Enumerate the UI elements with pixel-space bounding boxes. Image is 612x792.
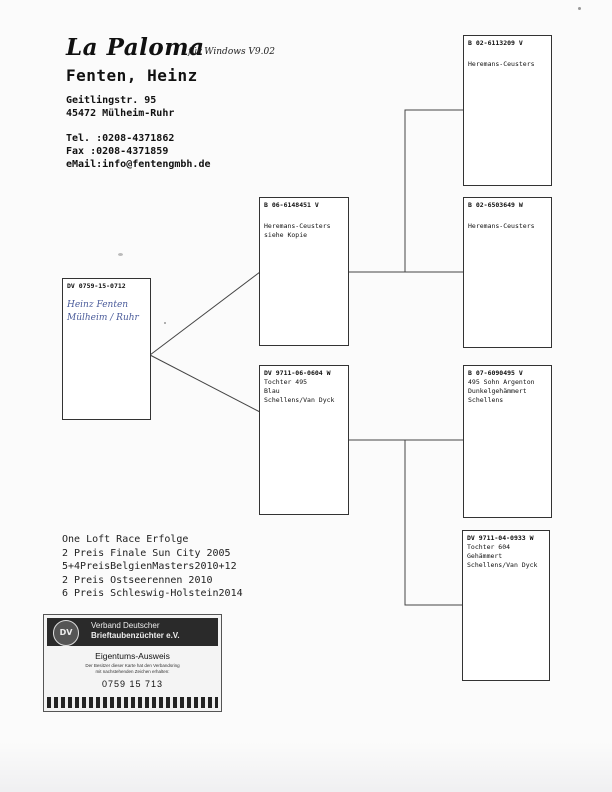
app-logo: La Paloma xyxy=(66,34,205,61)
dam-dam-line: Gehämmert xyxy=(467,552,503,560)
dam-ring: DV 9711-06-0604 W xyxy=(264,369,331,377)
sire-sire-ring: B 02-6113209 V xyxy=(468,39,523,47)
dam-dam-line: Schellens/Van Dyck xyxy=(467,561,538,569)
sire-sire-line: Heremans-Ceusters xyxy=(468,60,535,68)
result-line: 5+4PreisBelgienMasters2010+12 xyxy=(62,561,237,572)
sire-dam-line: Heremans-Ceusters xyxy=(468,222,535,230)
app-version: für Windows V9.02 xyxy=(188,47,275,57)
pedigree-sire: B 06-6148451 V Heremans-Ceusters siehe K… xyxy=(259,197,349,346)
sire-ring: B 06-6148451 V xyxy=(264,201,319,209)
owner-tel: Tel. :0208-4371862 xyxy=(66,133,175,144)
card-note-line2: mit nachstehenden Zeichen erhalten: xyxy=(95,669,170,674)
dam-sire-line: Dunkelgehämmert xyxy=(468,387,527,395)
card-ring-number: 0759 15 713 xyxy=(101,679,164,689)
card-header: DV Verband Deutscher Brieftaubenzüchter … xyxy=(47,618,218,646)
scan-speck xyxy=(578,7,581,10)
ownership-card: DV Verband Deutscher Brieftaubenzüchter … xyxy=(43,614,222,712)
pedigree-dam: DV 9711-06-0604 W Tochter 495 Blau Schel… xyxy=(259,365,349,515)
sire-line: siehe Kopie xyxy=(264,231,308,239)
dam-line: Schellens/Van Dyck xyxy=(264,396,335,404)
result-line: 6 Preis Schleswig-Holstein2014 xyxy=(62,588,243,599)
pedigree-dam-dam: DV 9711-04-0933 W Tochter 604 Gehämmert … xyxy=(462,530,550,681)
pedigree-dam-sire: B 07-6090495 V 495 Sohn Argenton Dunkelg… xyxy=(463,365,552,518)
scan-speck xyxy=(164,322,166,324)
dv-logo-icon: DV xyxy=(53,620,79,646)
subject-ring: DV 0759-15-0712 xyxy=(67,282,126,290)
result-line: 2 Preis Finale Sun City 2005 xyxy=(62,547,231,559)
card-ornament-border xyxy=(47,697,218,708)
dam-line: Blau xyxy=(264,387,280,395)
pedigree-sire-dam: B 02-6503649 W Heremans-Ceusters xyxy=(463,197,552,348)
dam-sire-line: 495 Sohn Argenton xyxy=(468,378,535,386)
dam-sire-line: Schellens xyxy=(468,396,504,404)
scan-shadow xyxy=(0,742,612,792)
owner-fax: Fax :0208-4371859 xyxy=(66,146,169,157)
sire-dam-ring: B 02-6503649 W xyxy=(468,201,523,209)
sire-line: Heremans-Ceusters xyxy=(264,222,331,230)
scan-speck xyxy=(118,253,123,256)
subject-handwriting-line1: Heinz Fenten xyxy=(67,300,129,310)
race-results: One Loft Race Erfolge 2 Preis Finale Sun… xyxy=(62,533,243,601)
owner-city: 45472 Mülheim-Ruhr xyxy=(66,108,175,119)
card-title: Eigentums-Ausweis xyxy=(95,651,170,661)
owner-name: Fenten, Heinz xyxy=(66,66,198,85)
pedigree-subject: DV 0759-15-0712 Heinz Fenten Mülheim / R… xyxy=(62,278,151,420)
card-org-line1: Verband Deutscher xyxy=(91,621,160,630)
dam-sire-ring: B 07-6090495 V xyxy=(468,369,523,377)
subject-handwriting-line2: Mülheim / Ruhr xyxy=(67,313,139,323)
owner-email: eMail:info@fentengmbh.de xyxy=(66,159,211,170)
result-line: 2 Preis Ostseerennen 2010 xyxy=(62,574,213,586)
pedigree-sire-sire: B 02-6113209 V Heremans-Ceusters xyxy=(463,35,552,186)
dam-dam-ring: DV 9711-04-0933 W xyxy=(467,534,534,542)
results-heading: One Loft Race Erfolge xyxy=(62,534,189,545)
dam-line: Tochter 495 xyxy=(264,378,308,386)
dam-dam-line: Tochter 604 xyxy=(467,543,511,551)
card-org-line2: Brieftaubenzüchter e.V. xyxy=(91,631,180,640)
owner-street: Geitlingstr. 95 xyxy=(66,95,157,106)
card-note-line1: Der Besitzer dieser Karte hat den Verban… xyxy=(85,663,180,668)
